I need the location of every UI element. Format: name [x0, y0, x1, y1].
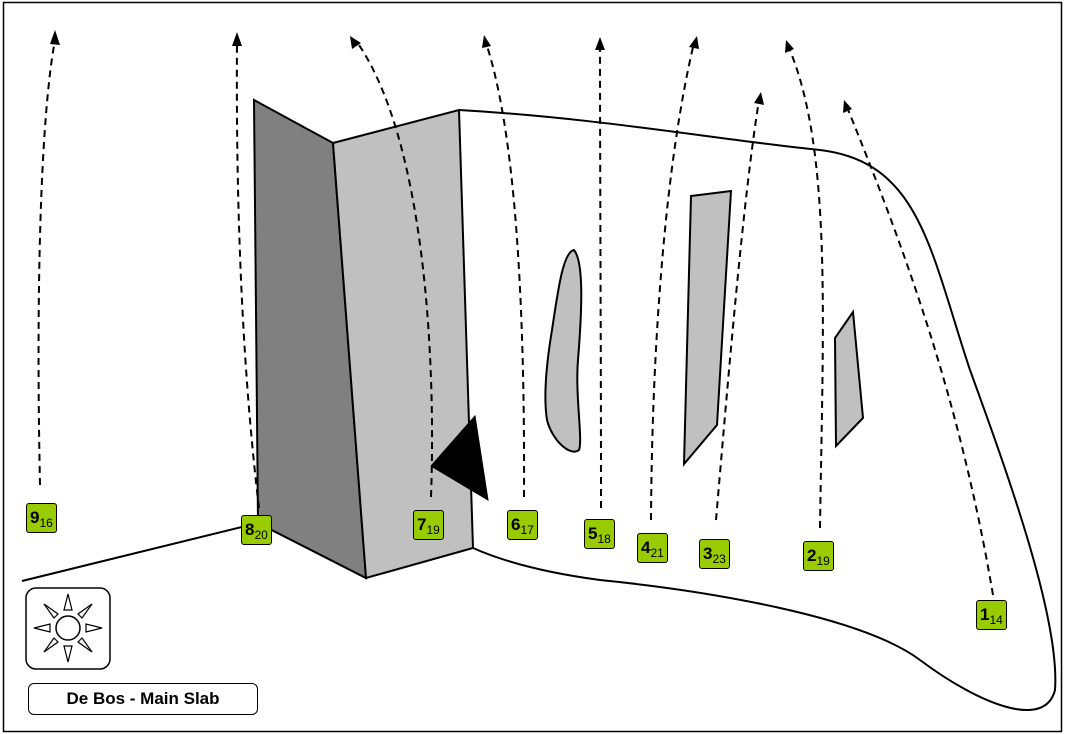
- arrowhead-icon: [50, 30, 60, 45]
- arrowhead-icon: [754, 92, 764, 105]
- route-grade: 20: [254, 528, 268, 542]
- arrowhead-icon: [482, 35, 491, 48]
- route-number: 1: [980, 605, 990, 624]
- route-grade: 21: [650, 546, 664, 560]
- slab-flake-left: [544, 248, 583, 453]
- arrowhead-icon: [595, 37, 605, 50]
- route-line-3[interactable]: [715, 99, 760, 521]
- route-line-6[interactable]: [485, 42, 526, 498]
- route-number: 4: [641, 538, 651, 557]
- route-number: 6: [511, 515, 521, 534]
- route-grade: 23: [712, 552, 726, 566]
- arrowhead-icon: [689, 36, 699, 49]
- route-grade: 18: [597, 532, 611, 546]
- route-number: 3: [703, 544, 713, 563]
- arrowhead-icon: [785, 40, 794, 53]
- route-line-7[interactable]: [356, 41, 434, 498]
- route-line-2[interactable]: [788, 47, 824, 529]
- route-grade: 19: [426, 523, 440, 537]
- route-number: 8: [245, 520, 255, 539]
- slab-outline: [458, 109, 1057, 712]
- crag-title: De Bos - Main Slab: [28, 683, 258, 715]
- slab-flake-middle: [682, 189, 733, 467]
- route-line-5[interactable]: [599, 44, 602, 509]
- direction-arrow-icon: [430, 414, 489, 501]
- route-grade: 17: [520, 523, 534, 537]
- route-line-1[interactable]: [846, 106, 994, 596]
- route-number: 7: [417, 515, 427, 534]
- route-grade: 14: [989, 613, 1003, 627]
- route-line-9[interactable]: [37, 39, 56, 486]
- route-grade: 19: [816, 554, 830, 568]
- arrowhead-icon: [350, 36, 361, 49]
- route-number: 5: [588, 524, 598, 543]
- route-number: 9: [30, 508, 40, 527]
- slab-flake-right: [833, 309, 865, 449]
- route-number: 2: [807, 546, 817, 565]
- sun-icon: [25, 587, 111, 670]
- route-line-8[interactable]: [235, 41, 260, 509]
- route-grade: 16: [39, 516, 53, 530]
- arrowhead-icon: [843, 100, 852, 113]
- route-line-4[interactable]: [650, 42, 695, 521]
- arrowhead-icon: [232, 32, 242, 46]
